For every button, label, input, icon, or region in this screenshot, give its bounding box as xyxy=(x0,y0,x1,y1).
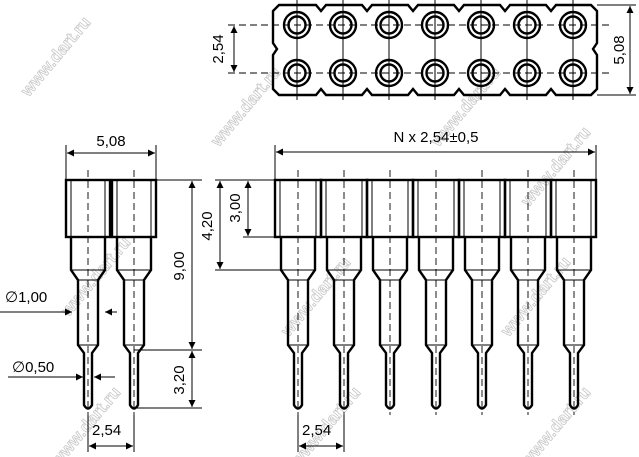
pin xyxy=(115,237,153,410)
label-total-height: 9,00 xyxy=(171,251,188,280)
pin xyxy=(417,237,455,410)
side-view: 5,08 9,00 3,20 ∅1,00 ∅0,50 2,54 xyxy=(0,133,202,452)
label-tail-length: 3,20 xyxy=(171,365,188,394)
label-body-height: 3,00 xyxy=(227,193,244,222)
pin xyxy=(555,237,593,410)
top-view-outline xyxy=(271,3,599,97)
socket-body xyxy=(549,178,598,239)
label-overall-length: N x 2,54±0,5 xyxy=(394,129,479,146)
pin xyxy=(371,237,409,410)
watermark-text: www.dart.ru xyxy=(496,253,574,341)
front-view: N x 2,54±0,5 4,20 3,00 2,54 xyxy=(199,129,598,452)
label-height-4-20: 4,20 xyxy=(199,211,216,240)
pin xyxy=(325,237,363,410)
label-pin-diameter-lower: ∅0,50 xyxy=(12,359,54,376)
top-view: 2,54 5,08 xyxy=(210,0,636,100)
label-top-pitch: 2,54 xyxy=(210,34,227,63)
label-front-pitch: 2,54 xyxy=(302,422,331,439)
label-top-width: 5,08 xyxy=(611,35,628,64)
label-side-pitch: 2,54 xyxy=(92,422,121,439)
pin xyxy=(463,237,501,410)
label-pin-diameter-upper: ∅1,00 xyxy=(5,289,47,306)
pin xyxy=(509,237,547,410)
label-side-width: 5,08 xyxy=(96,133,125,150)
watermark-text: www.dart.ru xyxy=(16,13,94,101)
pin xyxy=(279,237,317,410)
pin xyxy=(69,237,107,410)
